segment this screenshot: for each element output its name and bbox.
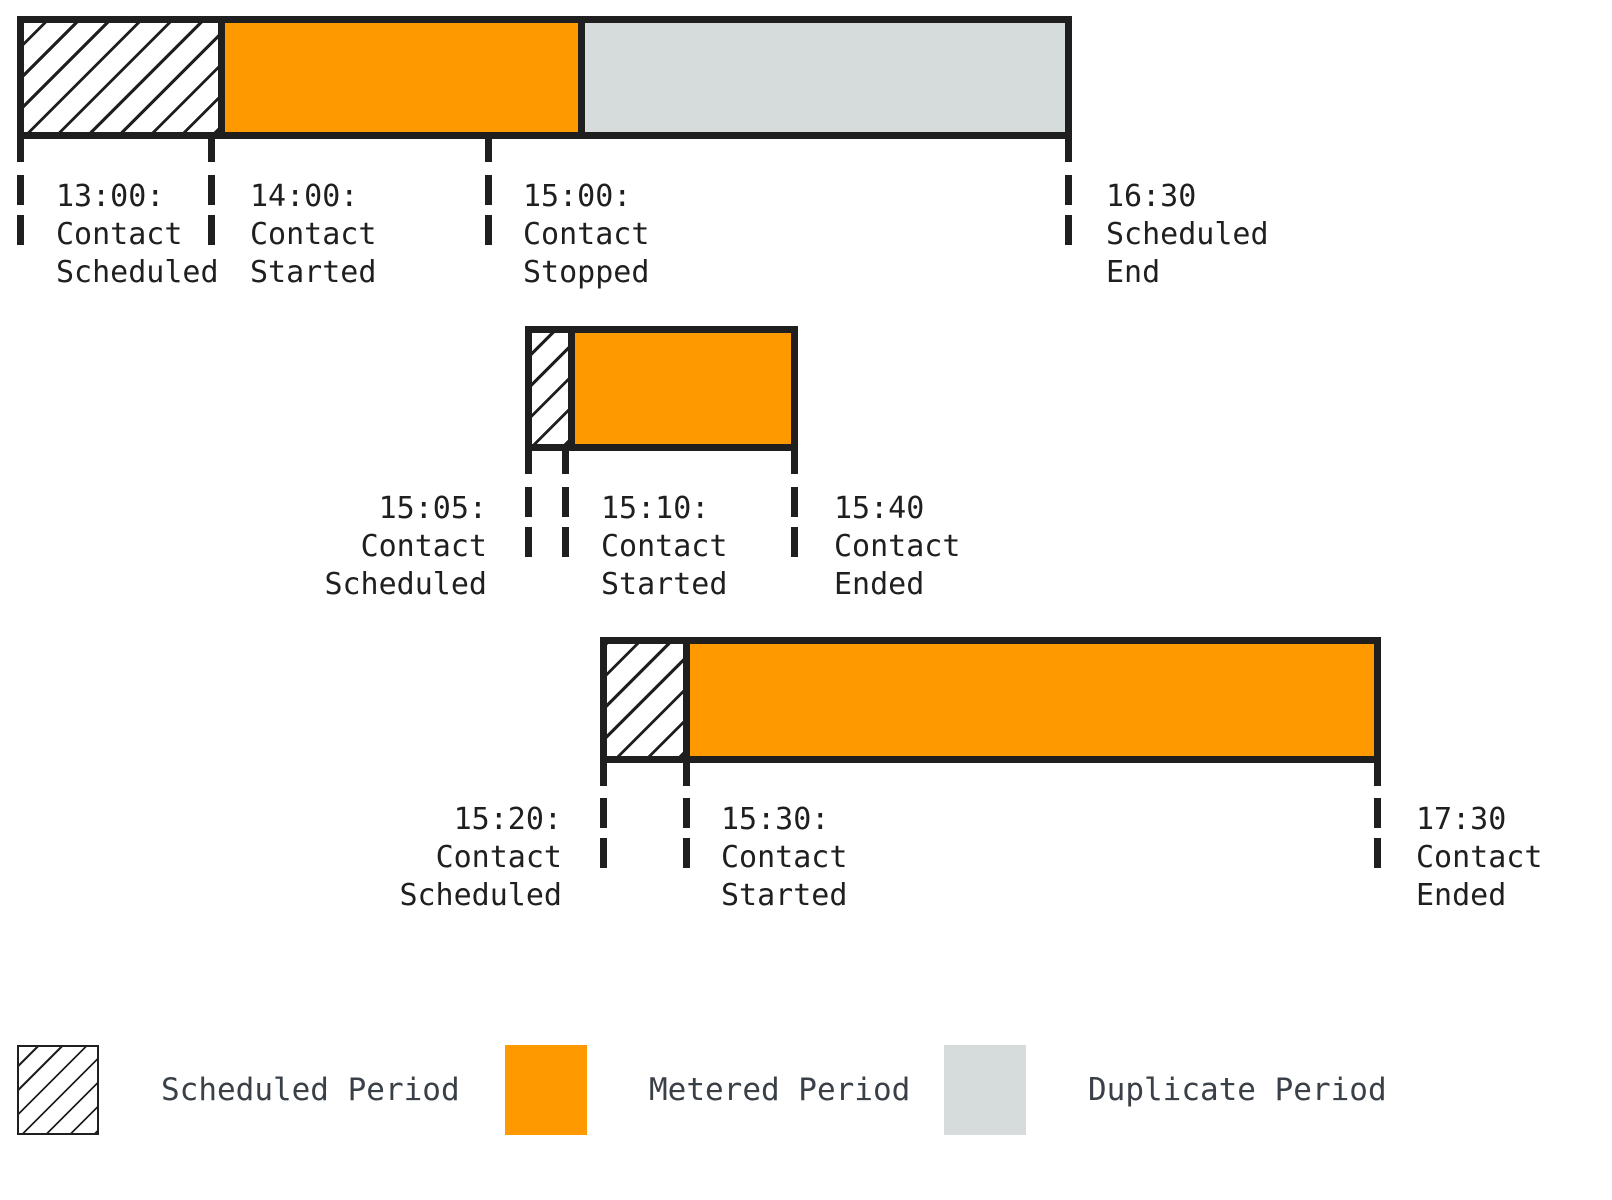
event-time: 14:00: [250, 179, 359, 214]
event-line2: Contact [56, 217, 183, 252]
event-line3: End [1106, 255, 1161, 290]
contact-3-tick-dash-2a [1374, 798, 1381, 828]
contact-2-tick-dash-0a [525, 487, 532, 517]
event-line3: Started [601, 567, 728, 602]
legend-swatch-scheduled-icon [17, 1045, 99, 1135]
event-line3: Ended [1416, 878, 1507, 913]
contact-3-segment-scheduled [607, 644, 683, 756]
contact-1-tick-stem-1 [208, 132, 215, 162]
contact-2-tick-dash-1b [562, 527, 569, 557]
contact-3-tick-stem-2 [1374, 756, 1381, 786]
contact-2-tick-stem-0 [525, 444, 532, 474]
contact-3-event-label-0: 15:20: Contact Scheduled [255, 801, 562, 915]
legend-item-scheduled-period: Scheduled Period [17, 1045, 460, 1135]
contact-2-bar [525, 326, 798, 451]
contact-2-segment-metered [568, 333, 791, 444]
contact-2-tick-dash-2b [791, 527, 798, 557]
contact-3-tick-stem-0 [600, 756, 607, 786]
contact-1-tick-stem-0 [17, 132, 24, 162]
contact-2-event-label-2: 15:40 Contact Ended [834, 490, 960, 604]
legend-item-metered-period: Metered Period [505, 1045, 910, 1135]
legend-swatch-duplicate-icon [944, 1045, 1026, 1135]
event-line3: Stopped [523, 255, 650, 290]
contact-1-tick-stem-3 [1065, 132, 1072, 162]
contact-1-tick-dash-1a [208, 175, 215, 205]
contact-1-tick-dash-0a [17, 175, 24, 205]
legend-label-metered: Metered Period [649, 1072, 911, 1108]
event-line2: Contact [250, 217, 377, 252]
contact-3-tick-dash-0b [600, 838, 607, 868]
contact-1-event-label-3: 16:30 Scheduled End [1106, 178, 1269, 292]
contact-2-tick-dash-1a [562, 487, 569, 517]
event-line2: Contact [834, 529, 961, 564]
event-line2: Contact [601, 529, 728, 564]
event-line3: Started [250, 255, 377, 290]
contact-2-segment-scheduled [532, 333, 568, 444]
legend-label-duplicate: Duplicate Period [1088, 1072, 1387, 1108]
event-time: 16:30 [1106, 179, 1197, 214]
event-line2: Contact [1416, 840, 1543, 875]
contact-3-event-label-1: 15:30: Contact Started [721, 801, 847, 915]
contact-1-tick-dash-0b [17, 215, 24, 245]
event-time: 15:30: [721, 802, 830, 837]
event-line2: Contact [721, 840, 848, 875]
contact-3-tick-stem-1 [683, 756, 690, 786]
legend-label-scheduled: Scheduled Period [161, 1072, 460, 1108]
contact-1-tick-stem-2 [485, 132, 492, 162]
contact-1-tick-dash-2a [485, 175, 492, 205]
contact-2-tick-stem-1 [562, 444, 569, 474]
event-time: 15:20: [453, 802, 562, 837]
contact-1-event-label-0: 13:00: Contact Scheduled [56, 178, 219, 292]
legend-swatch-metered-icon [505, 1045, 587, 1135]
contact-3-tick-dash-2b [1374, 838, 1381, 868]
contact-3-segment-metered [683, 644, 1374, 756]
contact-3-tick-dash-0a [600, 798, 607, 828]
event-line3: Scheduled [324, 567, 487, 602]
contact-1-event-label-2: 15:00: Contact Stopped [523, 178, 649, 292]
contact-1-bar [17, 16, 1072, 139]
contact-1-segment-metered [218, 23, 578, 132]
contact-1-event-label-1: 14:00: Contact Started [250, 178, 376, 292]
event-line2: Contact [523, 217, 650, 252]
event-time: 13:00: [56, 179, 165, 214]
contact-1-segment-duplicate [578, 23, 1065, 132]
event-time: 15:05: [378, 491, 487, 526]
event-time: 15:00: [523, 179, 632, 214]
legend-item-duplicate-period: Duplicate Period [944, 1045, 1387, 1135]
event-line3: Scheduled [399, 878, 562, 913]
legend: Scheduled Period Metered Period Duplicat… [0, 1045, 1612, 1145]
contact-2-event-label-1: 15:10: Contact Started [601, 490, 727, 604]
contact-1-segment-scheduled [24, 23, 218, 132]
contact-2-tick-stem-2 [791, 444, 798, 474]
event-line3: Scheduled [56, 255, 219, 290]
contact-3-tick-dash-1a [683, 798, 690, 828]
event-line2: Scheduled [1106, 217, 1269, 252]
contact-1-tick-dash-3b [1065, 215, 1072, 245]
contact-2-tick-dash-0b [525, 527, 532, 557]
event-line2: Contact [360, 529, 487, 564]
contact-3-bar [600, 637, 1381, 763]
contact-1-tick-dash-1b [208, 215, 215, 245]
contact-2-event-label-0: 15:05: Contact Scheduled [180, 490, 487, 604]
event-time: 15:10: [601, 491, 710, 526]
event-line2: Contact [435, 840, 562, 875]
event-line3: Ended [834, 567, 925, 602]
contact-3-event-label-2: 17:30 Contact Ended [1416, 801, 1542, 915]
contact-3-tick-dash-1b [683, 838, 690, 868]
event-line3: Started [721, 878, 848, 913]
event-time: 17:30 [1416, 802, 1507, 837]
contact-1-tick-dash-3a [1065, 175, 1072, 205]
event-time: 15:40 [834, 491, 925, 526]
contact-1-tick-dash-2b [485, 215, 492, 245]
contact-2-tick-dash-2a [791, 487, 798, 517]
